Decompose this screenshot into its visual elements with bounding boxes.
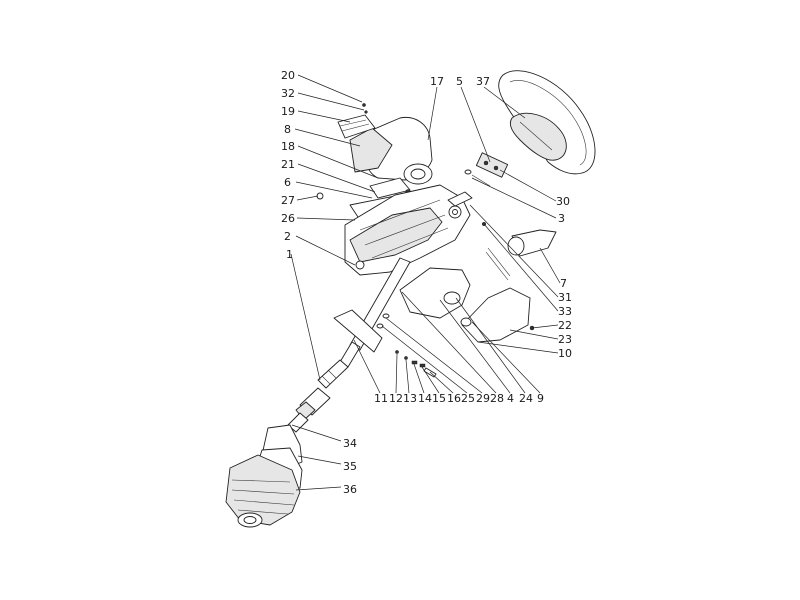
- callout-33: 33: [558, 305, 572, 318]
- callout-6: 6: [284, 176, 291, 189]
- callout-26: 26: [281, 212, 295, 225]
- callout-7: 7: [560, 277, 567, 290]
- callout-28: 28: [490, 392, 504, 405]
- callout-36: 36: [343, 483, 357, 496]
- callout-19: 19: [281, 105, 295, 118]
- callout-27: 27: [281, 194, 295, 207]
- callout-18: 18: [281, 140, 295, 153]
- callout-37: 37: [476, 75, 490, 88]
- callout-11: 11: [374, 392, 388, 405]
- part-stalk-switch: [481, 221, 557, 281]
- part-dust-boot: [225, 424, 303, 528]
- callout-5: 5: [456, 75, 463, 88]
- callout-9: 9: [537, 392, 544, 405]
- callout-29: 29: [476, 392, 490, 405]
- part-steering-wheel: [498, 70, 596, 175]
- callout-24: 24: [519, 392, 533, 405]
- part-universal-joint: [287, 387, 331, 433]
- callout-30: 30: [556, 195, 570, 208]
- callout-34: 34: [343, 437, 357, 450]
- part-switch-assembly: [464, 152, 509, 187]
- callout-3: 3: [558, 212, 565, 225]
- callout-labels: 20 32 19 8 18 21 6 27 26 2 1 17 5 37 30 …: [281, 69, 572, 496]
- callout-12: 12: [389, 392, 403, 405]
- part-upper-cover: [337, 103, 433, 185]
- callout-25: 25: [461, 392, 475, 405]
- callout-22: 22: [558, 319, 572, 332]
- callout-32: 32: [281, 87, 295, 100]
- callout-35: 35: [343, 460, 357, 473]
- callout-10: 10: [558, 347, 572, 360]
- callout-20: 20: [281, 69, 295, 82]
- callout-21: 21: [281, 158, 295, 171]
- part-mount-plate: [333, 309, 383, 353]
- callout-31: 31: [558, 291, 572, 304]
- callout-8: 8: [284, 123, 291, 136]
- callout-17: 17: [430, 75, 444, 88]
- callout-14: 14: [418, 392, 432, 405]
- callout-23: 23: [558, 333, 572, 346]
- callout-16: 16: [447, 392, 461, 405]
- part-lower-shroud: [399, 267, 535, 343]
- part-column-housing: [344, 184, 473, 276]
- callout-13: 13: [403, 392, 417, 405]
- callout-4: 4: [507, 392, 514, 405]
- callout-2: 2: [284, 230, 291, 243]
- callout-15: 15: [432, 392, 446, 405]
- callout-1: 1: [286, 248, 293, 261]
- leader-lines: [290, 74, 561, 491]
